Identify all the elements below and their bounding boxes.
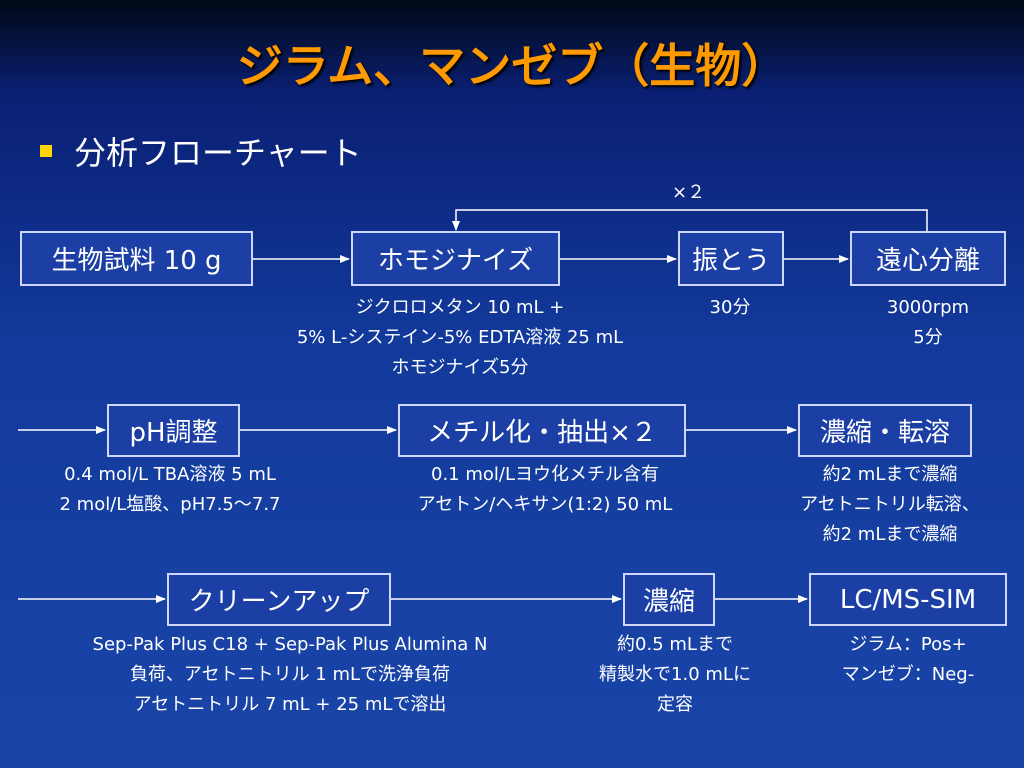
note-line: 3000rpm bbox=[886, 297, 970, 318]
note-line: 約2 mLまで濃縮 bbox=[822, 464, 958, 485]
note-line: アセトン/ヘキサン(1:2) 50 mL bbox=[417, 494, 673, 515]
homogenize-notes: ジクロロメタン 10 mL + 5% L-システイン-5% EDTA溶液 25 … bbox=[240, 293, 680, 383]
note-line: マンゼブ：Neg- bbox=[841, 664, 975, 685]
note-line: アセトニトリル 7 mL + 25 mLで溶出 bbox=[133, 694, 447, 715]
ph-notes: 0.4 mol/L TBA溶液 5 mL 2 mol/L塩酸、pH7.5～7.7 bbox=[10, 460, 330, 520]
cleanup-notes: Sep-Pak Plus C18 + Sep-Pak Plus Alumina … bbox=[20, 630, 560, 720]
note-line: 5% L-システイン-5% EDTA溶液 25 mL bbox=[296, 327, 624, 348]
step-homogenize: ホモジナイズ bbox=[351, 231, 560, 286]
concentrate-transfer-notes: 約2 mLまで濃縮 アセトニトリル転溶、 約2 mLまで濃縮 bbox=[770, 460, 1010, 550]
step-methylation-extraction: メチル化・抽出×２ bbox=[398, 404, 686, 457]
note-line: Sep-Pak Plus C18 + Sep-Pak Plus Alumina … bbox=[92, 634, 488, 655]
methylation-notes: 0.1 mol/Lヨウ化メチル含有 アセトン/ヘキサン(1:2) 50 mL bbox=[370, 460, 720, 520]
note-line: 負荷、アセトニトリル 1 mLで洗浄負荷 bbox=[129, 664, 451, 685]
bullet-text: 分析フローチャート bbox=[74, 134, 362, 172]
step-lcms-sim: LC/MS-SIM bbox=[809, 573, 1007, 626]
slide-title: ジラム、マンゼブ（生物） bbox=[236, 39, 788, 93]
shake-notes: 30分 bbox=[680, 293, 780, 323]
centrifuge-notes: 3000rpm 5分 bbox=[850, 293, 1006, 353]
step-centrifuge: 遠心分離 bbox=[850, 231, 1006, 286]
note-line: ジクロロメタン 10 mL + bbox=[355, 297, 565, 318]
repeat-loop-arrow bbox=[452, 209, 928, 232]
note-line: 約0.5 mLまで bbox=[617, 634, 733, 655]
note-line: 2 mol/L塩酸、pH7.5～7.7 bbox=[59, 494, 281, 515]
note-line: 5分 bbox=[913, 327, 943, 348]
note-line: ホモジナイズ5分 bbox=[391, 357, 529, 378]
note-line: 約2 mLまで濃縮 bbox=[822, 524, 958, 545]
concentrate-notes: 約0.5 mLまで 精製水で1.0 mLに 定容 bbox=[570, 630, 780, 720]
step-concentrate-transfer: 濃縮・転溶 bbox=[798, 404, 972, 457]
note-line: 精製水で1.0 mLに bbox=[599, 664, 751, 685]
step-cleanup: クリーンアップ bbox=[167, 573, 391, 626]
note-line: アセトニトリル転溶、 bbox=[800, 494, 980, 515]
step-ph-adjust: pH調整 bbox=[107, 404, 240, 457]
step-sample: 生物試料 10 g bbox=[20, 231, 253, 286]
square-bullet-icon bbox=[40, 145, 52, 157]
note-line: 0.4 mol/L TBA溶液 5 mL bbox=[64, 464, 276, 485]
note-line: 30分 bbox=[709, 297, 751, 318]
note-line: ジラム：Pos+ bbox=[849, 634, 967, 655]
note-line: 0.1 mol/Lヨウ化メチル含有 bbox=[431, 464, 659, 485]
bullet-item: 分析フローチャート bbox=[40, 128, 362, 174]
step-shake: 振とう bbox=[678, 231, 784, 286]
repeat-label: ×２ bbox=[672, 182, 706, 203]
note-line: 定容 bbox=[657, 694, 693, 715]
lcms-notes: ジラム：Pos+ マンゼブ：Neg- bbox=[800, 630, 1016, 690]
step-concentrate: 濃縮 bbox=[623, 573, 715, 626]
